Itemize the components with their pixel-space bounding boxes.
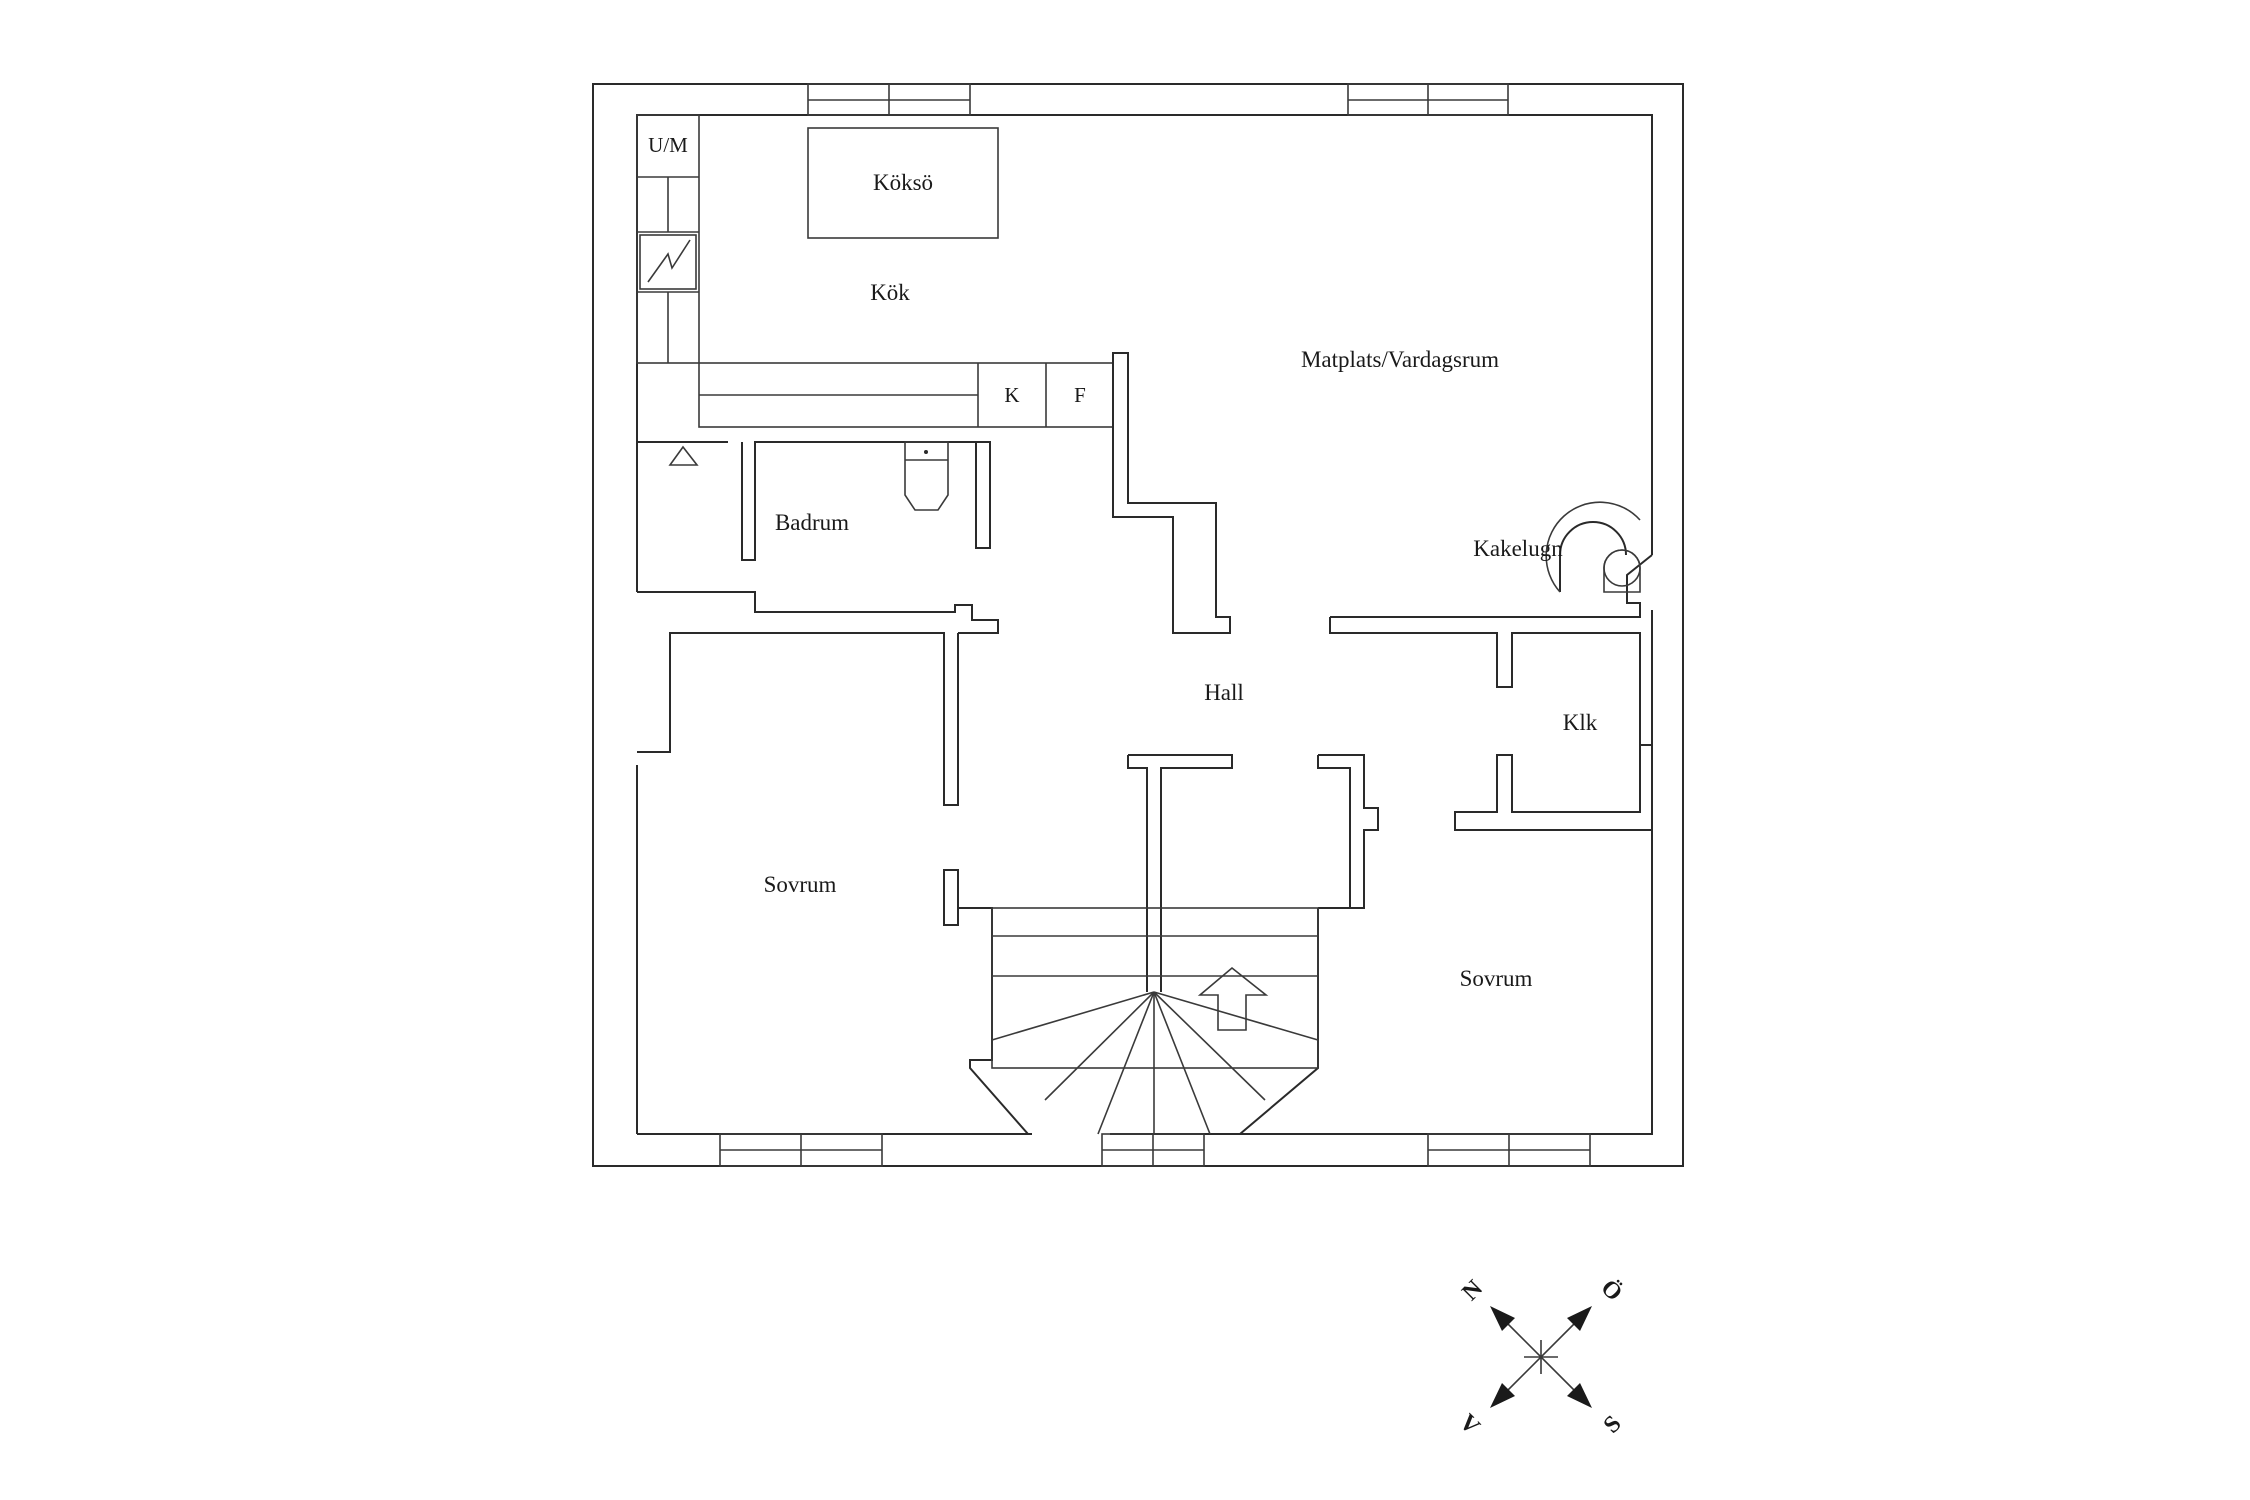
compass-rose: N Ö S V <box>1454 1275 1627 1441</box>
room-label-matplats-vardagsrum: Matplats/Vardagsrum <box>1301 347 1499 372</box>
tiled-stove <box>1545 501 1641 593</box>
compass-letter-south: S <box>1599 1411 1627 1439</box>
room-label-badrum: Badrum <box>775 510 849 535</box>
room-label-kok: Kök <box>870 280 910 305</box>
appliance-label-f: F <box>1074 383 1086 407</box>
windows <box>719 83 1591 1167</box>
kitchen-counters <box>636 114 1114 428</box>
compass-letter-north: N <box>1457 1275 1488 1306</box>
compass-east-arrow-icon <box>1567 1306 1592 1331</box>
room-label-sovrum-left: Sovrum <box>764 872 837 897</box>
appliance-label-k: K <box>1004 383 1019 407</box>
room-label-kakelugn: Kakelugn <box>1473 536 1563 561</box>
staircase <box>991 907 1319 1135</box>
stair-direction-arrow-icon <box>1197 966 1269 1031</box>
outer-walls <box>592 83 1684 1167</box>
appliance-label-um: U/M <box>648 133 688 157</box>
room-label-sovrum-right: Sovrum <box>1460 966 1533 991</box>
compass-letter-east: Ö <box>1595 1275 1627 1307</box>
compass-west-arrow-icon <box>1490 1383 1515 1408</box>
room-label-hall: Hall <box>1204 680 1244 705</box>
room-label-kokso: Köksö <box>873 170 933 195</box>
compass-north-arrow-icon <box>1490 1306 1515 1331</box>
stove-symbol-icon <box>647 239 691 283</box>
kitchen-island <box>807 127 999 239</box>
compass-letter-west: V <box>1454 1409 1485 1440</box>
toilet-icon <box>904 441 949 511</box>
floor-drain-icon <box>668 445 699 466</box>
compass-south-arrow-icon <box>1567 1383 1592 1408</box>
bathroom-fixtures <box>668 441 949 511</box>
room-label-klk: Klk <box>1563 710 1598 735</box>
